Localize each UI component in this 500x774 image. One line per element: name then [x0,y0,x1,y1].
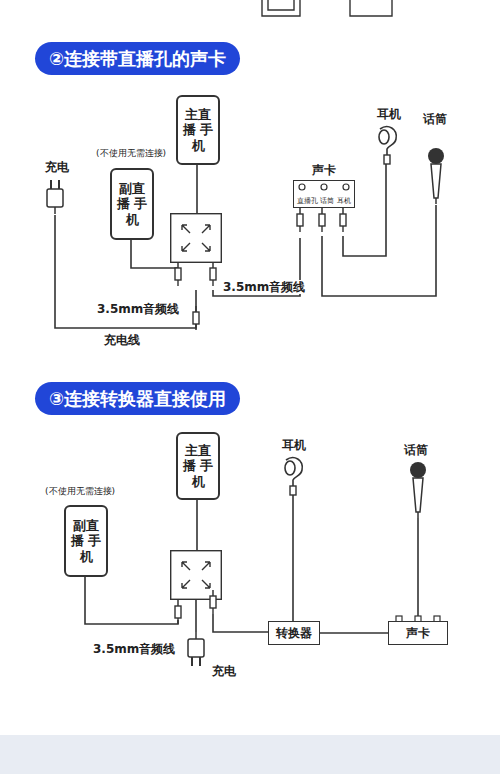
part-label: 充电 [211,664,237,678]
device-box: 转换器 [268,621,320,645]
port-label: 话筒 [320,197,334,206]
device-box: 声卡 [388,621,448,645]
port-label: 耳机 [337,197,351,206]
node-label: 副直播 手机 [114,181,150,228]
part-label: 话筒 [403,443,429,457]
sound-card-box: 声卡直播孔话筒耳机 [293,180,355,208]
section-header: ②连接带直播孔的声卡 [35,42,240,75]
part-label: 耳机 [376,107,402,121]
phone-box: 副直播 手机 [110,168,154,240]
part-label: 耳机 [281,438,307,452]
cable-connector [320,633,388,634]
node-label: 转换器 [276,625,312,642]
part-label: 3.5mm音频线 [96,302,180,316]
section-title: ②连接带直播孔的声卡 [49,48,226,69]
node-label: 副直播 手机 [68,518,104,565]
part-label: 3.5mm音频线 [92,642,176,656]
section-header: ③连接转换器直接使用 [35,382,240,415]
part-label: 话筒 [422,112,448,126]
section-title: ③连接转换器直接使用 [49,388,226,409]
part-label: 充电线 [103,333,141,347]
phone-box: 副直播 手机 [64,505,108,577]
port-label: 直播孔 [297,197,318,206]
phone-box: 主直播 手机 [176,432,220,500]
note-label: (不使用无需连接) [44,486,116,497]
node-label: 主直播 手机 [180,107,216,154]
note-label: (不使用无需连接) [95,148,167,159]
port-row: 直播孔话筒耳机 [296,197,352,206]
part-label: 充电 [44,160,70,174]
part-label: 3.5mm音频线 [222,280,306,294]
node-label: 声卡 [406,625,430,642]
device-label: 声卡 [294,162,354,179]
node-label: 主直播 手机 [180,443,216,490]
phone-box: 主直播 手机 [176,95,220,165]
